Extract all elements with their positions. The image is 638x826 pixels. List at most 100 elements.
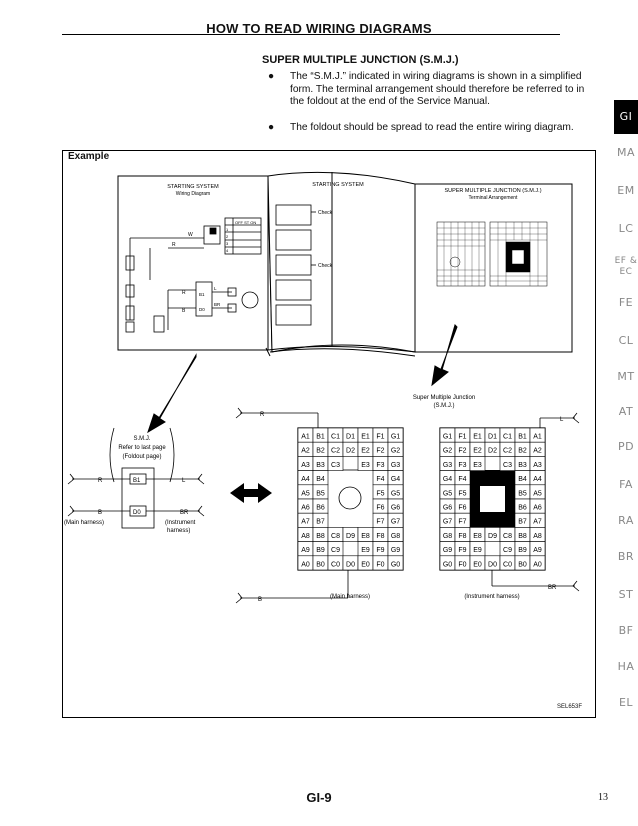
- left-connector-terminal-label: F5: [376, 490, 384, 497]
- left-connector-terminal-label: C9: [331, 547, 340, 554]
- sidebar-tab-ef-ec[interactable]: EF & EC: [614, 256, 638, 277]
- big-wire-b: B: [258, 597, 262, 603]
- right-connector-terminal-label: A1: [533, 434, 542, 441]
- smj-wire-r: R: [98, 478, 103, 484]
- mini-term-b1: B1: [199, 292, 205, 297]
- connector-leader-wires: [235, 407, 580, 604]
- right-connector-terminal-label: G8: [443, 533, 452, 540]
- switch-header: OFF ST ON: [235, 220, 256, 225]
- check-boxes: [275, 204, 316, 326]
- double-arrow-icon: [230, 483, 272, 503]
- right-connector-terminal-label: B6: [518, 505, 527, 512]
- left-connector-terminal-label: C1: [331, 434, 340, 441]
- left-connector-terminal-label: G1: [391, 434, 400, 441]
- left-connector-terminal-label: B4: [316, 476, 325, 483]
- left-connector-terminal-label: A2: [301, 448, 310, 455]
- left-connector-terminal-label: G0: [391, 561, 400, 568]
- smj-wire-br: BR: [180, 510, 189, 516]
- sidebar-tab-fa[interactable]: FA: [619, 478, 633, 491]
- bullet-text: The foldout should be spread to read the…: [290, 122, 574, 133]
- check-label-2: Check: [318, 263, 333, 269]
- left-connector-terminal-label: F7: [376, 519, 384, 526]
- book-right-subtitle: Terminal Arrangement: [469, 195, 519, 201]
- book-mid-title: STARTING SYSTEM: [312, 182, 364, 188]
- right-connector-terminal-label: E2: [473, 448, 482, 455]
- right-connector-terminal-label: B9: [518, 547, 527, 554]
- sidebar-tab-em[interactable]: EM: [617, 184, 635, 197]
- right-connector-terminal-label: B2: [518, 448, 527, 455]
- sidebar-tab-at[interactable]: AT: [618, 405, 634, 418]
- right-connector-terminal-label: C1: [503, 434, 512, 441]
- mini-wire-b: B: [182, 308, 186, 314]
- left-connector-terminal-label: E2: [361, 448, 370, 455]
- sidebar-tab-fe[interactable]: FE: [618, 296, 634, 309]
- smj-term-d0: D0: [133, 510, 141, 516]
- sidebar-tab-el[interactable]: EL: [618, 696, 634, 709]
- right-connector-terminal-label: G1: [443, 434, 452, 441]
- pointer-arrow-right: [431, 324, 458, 387]
- bullet-text: The “S.M.J.” indicated in wiring diagram…: [290, 71, 585, 107]
- bullet-item: ● The “S.M.J.” indicated in wiring diagr…: [268, 71, 600, 123]
- right-connector-terminal-label: B3: [518, 462, 527, 469]
- mini-wire-br: BR: [214, 302, 221, 307]
- right-connector-terminal-label: F6: [458, 505, 466, 512]
- right-connector-terminal-label: A7: [533, 519, 542, 526]
- right-connector-terminal-label: C0: [503, 561, 512, 568]
- left-connector-terminal-label: B5: [316, 490, 325, 497]
- right-connector-terminal-label: F9: [458, 547, 466, 554]
- smj-instrument-harness-1: (Instrument: [165, 520, 196, 526]
- mini-terminal-grid-lines: [437, 222, 547, 286]
- sidebar-tab-bf[interactable]: BF: [618, 624, 634, 637]
- right-connector-terminal-label: E3: [473, 462, 482, 469]
- right-connector-terminal-label: A4: [533, 476, 542, 483]
- right-connector-terminal-label: A5: [533, 490, 542, 497]
- big-wire-br: BR: [548, 585, 557, 591]
- sidebar-tab-pd[interactable]: PD: [617, 440, 635, 453]
- title-rule: [62, 34, 560, 35]
- sidebar-tab-lc[interactable]: LC: [618, 222, 634, 235]
- left-connector-terminal-label: B8: [316, 533, 325, 540]
- sidebar-tab-mt[interactable]: MT: [617, 370, 635, 383]
- sidebar-tab-ma[interactable]: MA: [616, 146, 635, 159]
- right-connector-terminal-cell: [529, 555, 546, 571]
- right-connector-terminal-label: E0: [473, 561, 482, 568]
- mini-wire-l: L: [214, 286, 217, 291]
- right-connector-terminal-label: G9: [443, 547, 452, 554]
- sidebar-tab-st[interactable]: ST: [618, 588, 634, 601]
- sidebar-tab-cl[interactable]: CL: [618, 334, 634, 347]
- sidebar-tab-br[interactable]: BR: [617, 550, 635, 563]
- right-connector-terminal-label: G3: [443, 462, 452, 469]
- example-figure-frame: [62, 150, 596, 718]
- smj-wire-l: L: [182, 478, 186, 484]
- right-connector-terminal-label: F1: [458, 434, 466, 441]
- big-wire-r: R: [260, 412, 265, 418]
- sidebar-tab-ha[interactable]: HA: [617, 660, 635, 673]
- right-connector-terminal-label: A0: [533, 561, 542, 568]
- left-connector-terminal-label: A1: [301, 434, 310, 441]
- right-connector-terminal-label: B7: [518, 519, 527, 526]
- sidebar-tab-gi[interactable]: GI: [614, 100, 638, 134]
- smj-wire-b: B: [98, 510, 102, 516]
- mini-wire-w: W: [188, 232, 193, 238]
- sidebar-tab-ra[interactable]: RA: [618, 514, 634, 527]
- left-connector-terminal-label: F1: [376, 434, 384, 441]
- right-connector-terminal-label: G5: [443, 490, 452, 497]
- left-connector-terminal-label: F3: [376, 462, 384, 469]
- left-connector-terminal-label: D2: [346, 448, 355, 455]
- left-connector-terminal-label: G3: [391, 462, 400, 469]
- smj-small-label-3: (Foldout page): [122, 454, 161, 460]
- left-connector-terminal-label: C8: [331, 533, 340, 540]
- left-connector-terminal-label: G4: [391, 476, 400, 483]
- left-connector-terminal-label: B1: [316, 434, 325, 441]
- right-connector-terminal-label: F4: [458, 476, 466, 483]
- right-connector-terminal-label: A6: [533, 505, 542, 512]
- left-connector-terminal-cell: [387, 555, 404, 571]
- left-connector-terminal-label: A9: [301, 547, 310, 554]
- left-connector-terminal-label: E8: [361, 533, 370, 540]
- left-connector-terminal-label: B6: [316, 505, 325, 512]
- smj-small-label-1: S.M.J.: [133, 436, 150, 442]
- left-connector-terminal-label: C2: [331, 448, 340, 455]
- left-connector-terminal-label: G6: [391, 505, 400, 512]
